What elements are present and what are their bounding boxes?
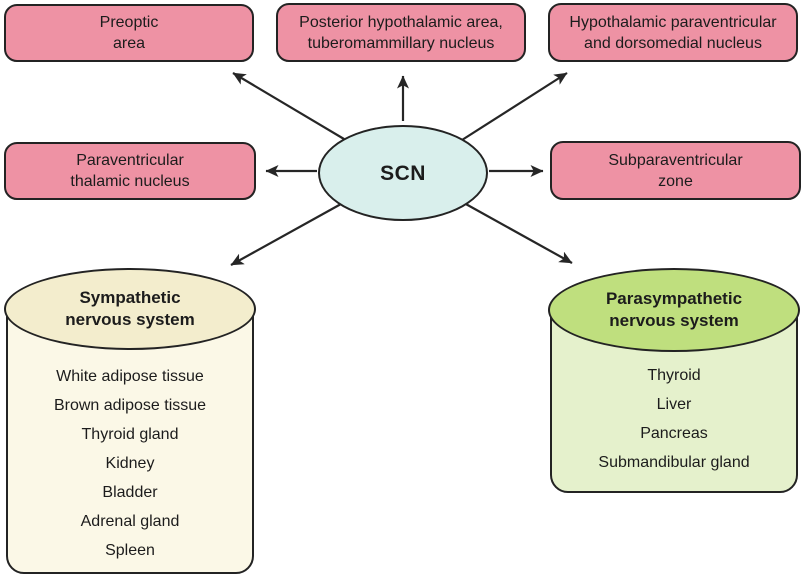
node-scn: SCN [318, 125, 488, 221]
parasympathetic-title: Parasympathetic nervous system [605, 289, 743, 330]
node-paraventricular-thalamic: Paraventricular thalamic nucleus [4, 142, 256, 200]
organ-item: Submandibular gland [598, 454, 750, 471]
organ-item: Pancreas [640, 425, 708, 442]
node-label: Subparaventricular zone [608, 151, 743, 190]
organ-item: Kidney [105, 455, 155, 472]
node-posterior-hypothalamic: Posterior hypothalamic area, tuberomammi… [276, 3, 526, 62]
node-label: Preoptic area [99, 14, 159, 52]
arrow-to-preoptic [232, 72, 345, 140]
sympathetic-cylinder-header: Sympathetic nervous system [4, 268, 256, 350]
node-label: Posterior hypothalamic area, tuberomammi… [299, 13, 503, 52]
organ-item: Thyroid [647, 367, 701, 384]
organ-item: Thyroid gland [81, 426, 179, 443]
organ-item: Spleen [105, 542, 155, 559]
sympathetic-cylinder-body: White adipose tissue Brown adipose tissu… [6, 309, 254, 574]
node-label: Hypothalamic paraventricular and dorsome… [569, 13, 777, 52]
parasympathetic-cylinder-header: Parasympathetic nervous system [548, 268, 800, 352]
parasympathetic-organ-list: Thyroid Liver Pancreas Submandibular gla… [552, 361, 796, 477]
node-preoptic-area: Preoptic area [4, 4, 254, 62]
organ-item: Liver [656, 396, 692, 413]
node-subparaventricular-zone: Subparaventricular zone [550, 141, 801, 200]
scn-label: SCN [380, 161, 426, 185]
sympathetic-organ-list: White adipose tissue Brown adipose tissu… [8, 362, 252, 565]
node-label: Paraventricular thalamic nucleus [70, 152, 190, 190]
arrow-to-sympathetic [230, 203, 342, 266]
organ-item: Bladder [102, 484, 158, 501]
organ-item: White adipose tissue [56, 368, 204, 385]
sympathetic-title: Sympathetic nervous system [65, 288, 195, 329]
arrow-to-parasympathetic [463, 202, 573, 264]
organ-item: Adrenal gland [80, 513, 180, 530]
node-hypothalamic-paraventricular: Hypothalamic paraventricular and dorsome… [548, 3, 798, 62]
arrow-to-hypothalamic-pvn [461, 72, 568, 141]
organ-item: Brown adipose tissue [53, 397, 207, 414]
